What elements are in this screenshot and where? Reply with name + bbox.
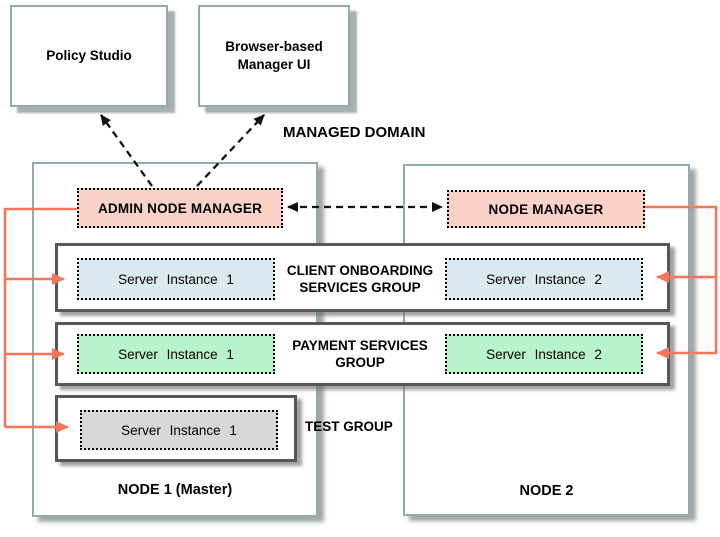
client-onboarding-group-label-line1: CLIENT ONBOARDING: [286, 263, 434, 278]
test-server-instance-1: Server Instance 1: [80, 410, 278, 450]
admin-node-manager-label: ADMIN NODE MANAGER: [97, 200, 263, 216]
admin-node-manager-box: ADMIN NODE MANAGER: [77, 188, 283, 228]
payment-server-instance-2: Server Instance 2: [445, 334, 643, 374]
onboarding-server-instance-2: Server Instance 2: [445, 258, 643, 300]
test-server-instance-1-label: Server Instance 1: [121, 422, 237, 438]
onboarding-server-instance-1-label: Server Instance 1: [118, 271, 234, 287]
node1-label: NODE 1 (Master): [117, 482, 233, 498]
managed-domain-title: MANAGED DOMAIN: [283, 124, 426, 141]
payment-services-group-label-line1: PAYMENT SERVICES: [292, 338, 428, 353]
client-onboarding-group-label: CLIENT ONBOARDING SERVICES GROUP: [280, 258, 440, 300]
browser-manager-ui-box: Browser-based Manager UI: [198, 5, 350, 107]
payment-services-group-label: PAYMENT SERVICES GROUP: [280, 334, 440, 374]
payment-services-group-label-line2: GROUP: [335, 355, 385, 370]
policy-studio-box: Policy Studio: [10, 5, 168, 107]
node2-label: NODE 2: [519, 483, 574, 499]
payment-server-instance-1-label: Server Instance 1: [118, 346, 234, 362]
node-manager-box: NODE MANAGER: [447, 190, 645, 228]
browser-manager-ui-label-line1: Browser-based: [225, 39, 323, 54]
payment-server-instance-1: Server Instance 1: [77, 334, 275, 374]
test-group-label: TEST GROUP: [305, 419, 393, 434]
onboarding-server-instance-1: Server Instance 1: [77, 258, 275, 300]
onboarding-server-instance-2-label: Server Instance 2: [486, 271, 602, 287]
browser-manager-ui-label-line2: Manager UI: [237, 57, 311, 72]
node-manager-label: NODE MANAGER: [488, 201, 604, 217]
client-onboarding-group-box: Server Instance 1 CLIENT ONBOARDING SERV…: [55, 243, 670, 312]
client-onboarding-group-label-line2: SERVICES GROUP: [299, 280, 421, 295]
policy-studio-label: Policy Studio: [46, 48, 132, 63]
payment-services-group-box: Server Instance 1 PAYMENT SERVICES GROUP…: [55, 322, 670, 386]
test-group-box: Server Instance 1: [55, 395, 297, 462]
payment-server-instance-2-label: Server Instance 2: [486, 346, 602, 362]
